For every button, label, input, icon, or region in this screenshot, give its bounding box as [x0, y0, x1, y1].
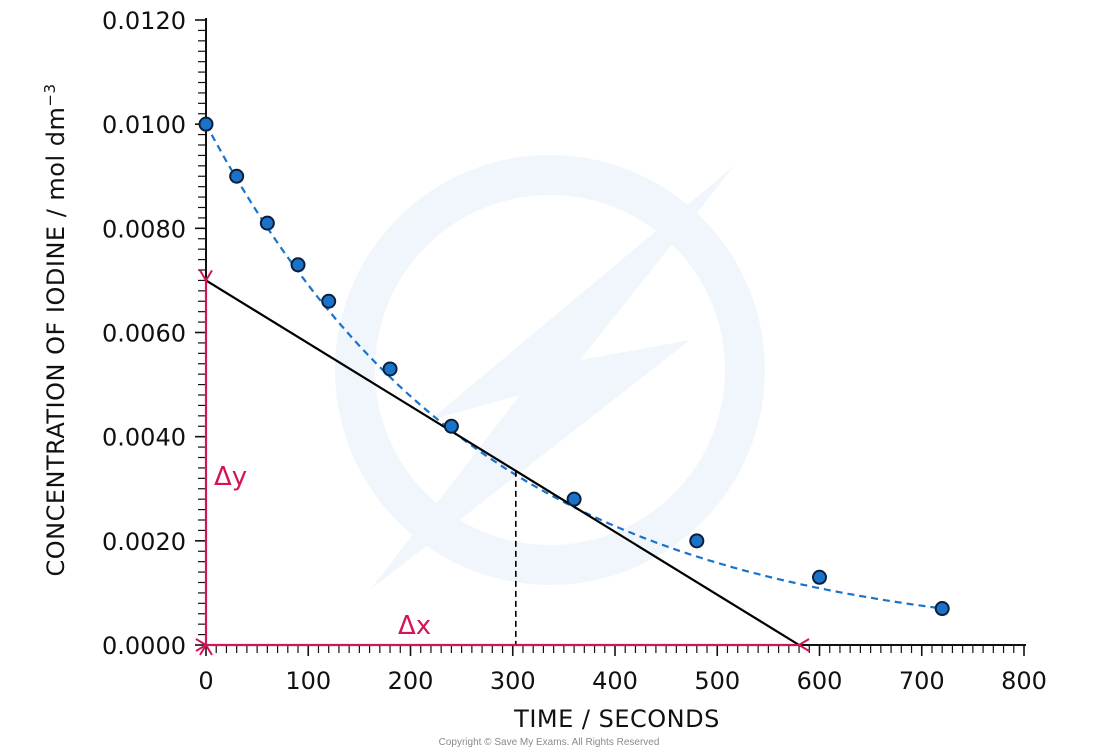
data-points — [198, 116, 950, 617]
tangent-line — [205, 279, 800, 646]
y-axis-title: CONCENTRATION OF IODINE / mol dm−3 — [41, 83, 70, 576]
data-point — [382, 361, 398, 377]
y-tick-label: 0.0060 — [102, 320, 186, 348]
y-tick-label: 0.0040 — [102, 424, 186, 452]
x-tick-label: 200 — [388, 667, 434, 695]
data-point — [566, 491, 582, 507]
x-tick-label: 800 — [1001, 667, 1047, 695]
data-point — [321, 293, 337, 309]
data-point — [290, 257, 306, 273]
x-tick-label: 400 — [592, 667, 638, 695]
y-tick-label: 0.0020 — [102, 528, 186, 556]
y-tick-label: 0.0120 — [102, 7, 186, 35]
x-tick-label: 700 — [899, 667, 945, 695]
delta-x-label: Δx — [398, 611, 431, 641]
x-tick-label: 300 — [490, 667, 536, 695]
data-point — [934, 601, 950, 617]
data-point — [198, 116, 214, 132]
x-tick-label: 0 — [198, 667, 213, 695]
data-point — [229, 168, 245, 184]
delta-y-label: Δy — [214, 462, 247, 492]
data-point — [689, 533, 705, 549]
data-point — [443, 418, 459, 434]
data-point — [812, 569, 827, 585]
y-tick-label: 0.0080 — [102, 215, 186, 243]
x-tick-label: 500 — [694, 667, 740, 695]
y-axis-title-main: CONCENTRATION OF IODINE / mol dm — [42, 107, 70, 577]
watermark-logo — [335, 155, 765, 590]
axis-tick-labels: 0 100 200 300 400 500 600 700 800 0.0000 0.0020 0.0… — [102, 7, 1047, 695]
y-tick-label: 0.0000 — [102, 632, 186, 660]
x-tick-label: 100 — [285, 667, 331, 695]
copyright-notice: Copyright © Save My Exams. All Rights Re… — [439, 737, 660, 748]
y-tick-label: 0.0100 — [102, 111, 186, 139]
x-tick-label: 600 — [797, 667, 843, 695]
data-point — [259, 215, 275, 231]
x-axis-title: TIME / SECONDS — [513, 705, 720, 733]
y-axis-title-superscript: −3 — [41, 83, 59, 106]
